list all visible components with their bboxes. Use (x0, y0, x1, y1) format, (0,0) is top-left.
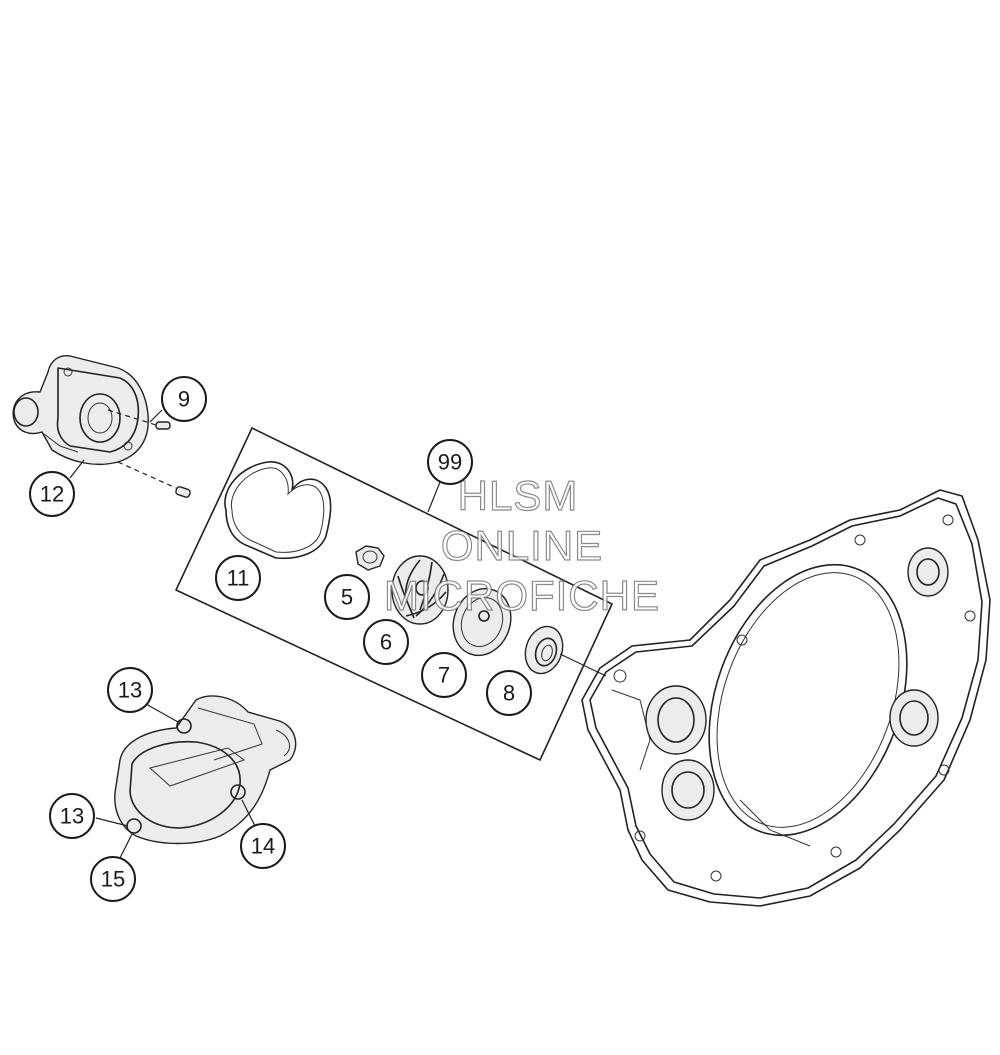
callout-7-label: 7 (438, 663, 450, 688)
shaft-axis-line (559, 653, 607, 677)
callout-5: 5 (324, 574, 370, 620)
nut (355, 545, 385, 571)
callout-13a: 13 (107, 667, 153, 713)
leader-13b (95, 817, 129, 827)
callout-15: 15 (90, 856, 136, 902)
leader-99 (427, 481, 441, 513)
pump-cover-lower (114, 695, 297, 845)
gasket (224, 461, 332, 560)
callout-11-label: 11 (227, 566, 250, 591)
callout-12: 12 (29, 471, 75, 517)
callout-15-label: 15 (101, 867, 125, 892)
leader-14 (241, 799, 257, 829)
callout-11: 11 (215, 555, 261, 601)
watermark-line-2: ONLINE (441, 522, 603, 569)
pump-cover-upper (12, 355, 149, 465)
dash-line-pin-lower (117, 461, 177, 489)
watermark-line-3: MICROFICHE (384, 572, 660, 619)
watermark-line-1: HLSM (458, 472, 579, 519)
callout-6: 6 (363, 619, 409, 665)
dowel-pin-upper (155, 421, 171, 430)
watermark: HLSM ONLINE MICROFICHE (383, 471, 660, 619)
kit-frame (175, 427, 613, 761)
callout-13a-label: 13 (118, 678, 142, 703)
callout-13b-label: 13 (60, 804, 84, 829)
clutch-cover (581, 489, 991, 907)
leader-9 (149, 409, 163, 423)
callout-9: 9 (161, 376, 207, 422)
callout-99: 99 (427, 439, 473, 485)
callout-14: 14 (240, 823, 286, 869)
callout-8-label: 8 (503, 681, 515, 706)
impeller (391, 555, 449, 625)
dowel-pin-lower (175, 486, 191, 498)
callout-14-label: 14 (251, 834, 275, 859)
shaft-seal (524, 625, 564, 675)
callout-99-label: 99 (438, 450, 462, 475)
callout-12-label: 12 (40, 482, 64, 507)
seal-disc (452, 587, 512, 657)
callout-13b: 13 (49, 793, 95, 839)
leader-12 (69, 459, 85, 479)
leader-13a (145, 703, 179, 723)
callout-5-label: 5 (341, 585, 353, 610)
callout-6-label: 6 (380, 630, 392, 655)
callout-9-label: 9 (178, 387, 190, 412)
callout-7: 7 (421, 652, 467, 698)
callout-8: 8 (486, 670, 532, 716)
